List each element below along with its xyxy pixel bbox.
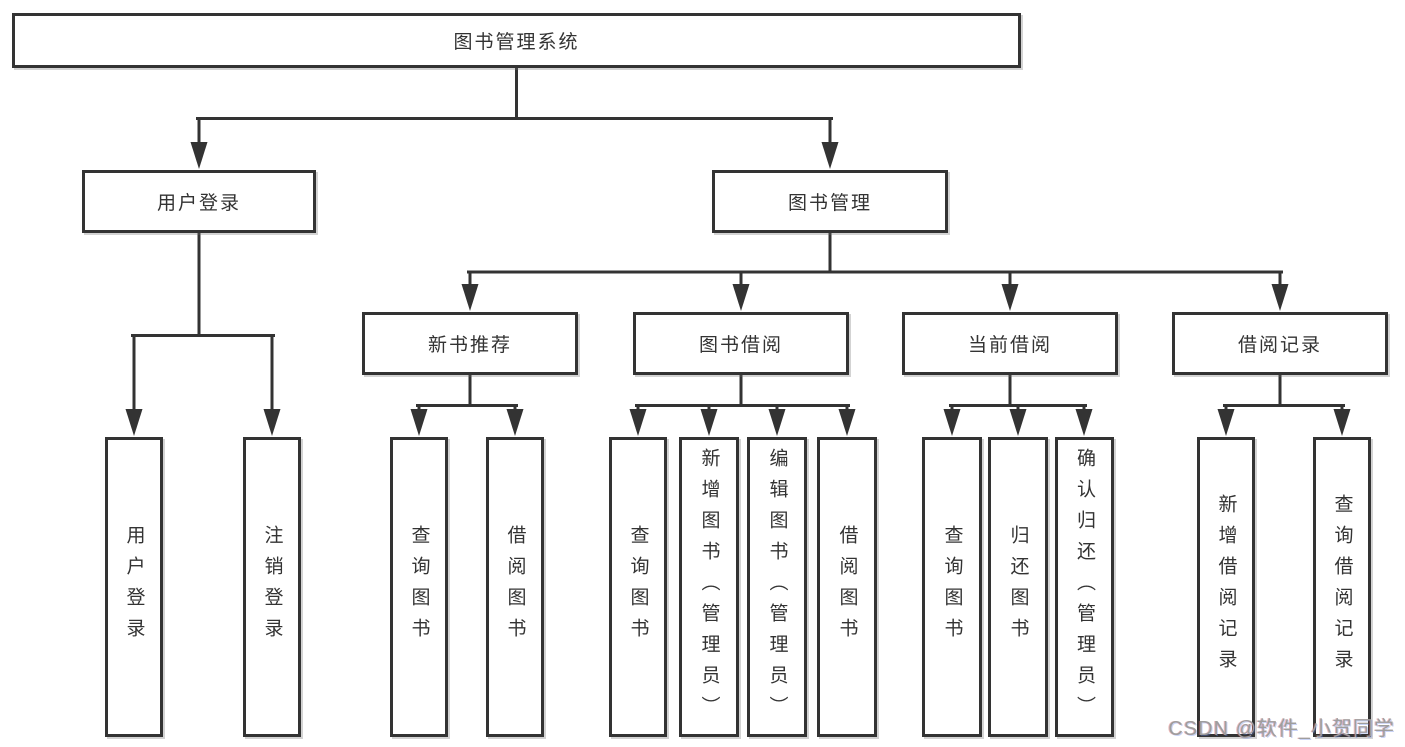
arrow-down-icon [1333, 409, 1351, 436]
arrow-down-icon [125, 409, 143, 436]
node-book-borrow-label: 图书借阅 [698, 335, 783, 356]
node-book-management-label: 图书管理 [787, 193, 872, 214]
arrow-down-icon [190, 142, 208, 169]
arrow-down-icon [1271, 284, 1289, 311]
arrow-down-icon [943, 409, 961, 436]
leaf-newrec-borrow-book-label: 借阅图书 [504, 525, 526, 649]
leaf-logout: 注销登录 [243, 437, 301, 737]
arrow-down-icon [768, 409, 786, 436]
arrow-down-icon [410, 409, 428, 436]
node-current-borrow: 当前借阅 [902, 312, 1118, 375]
leaf-borrow-query-book-label: 查询图书 [627, 525, 649, 649]
node-new-book-recommend-label: 新书推荐 [427, 335, 512, 356]
leaf-borrow-borrow-book-label: 借阅图书 [836, 525, 858, 649]
connector-borrow-records-children [1217, 371, 1351, 436]
node-root-system-label: 图书管理系统 [453, 32, 580, 53]
arrow-down-icon [700, 409, 718, 436]
leaf-newrec-query-book-label: 查询图书 [408, 525, 430, 649]
leaf-current-query-book-label: 查询图书 [941, 525, 963, 649]
connector-root-to-level2 [190, 65, 839, 169]
leaf-records-query-record-label: 查询借阅记录 [1331, 494, 1353, 680]
leaf-newrec-query-book: 查询图书 [390, 437, 448, 737]
leaf-current-confirm-return-admin: 确认归还（管理员） [1055, 437, 1114, 737]
connector-book-management-children [461, 229, 1289, 311]
leaf-records-add-record-label: 新增借阅记录 [1215, 494, 1237, 680]
arrow-down-icon [629, 409, 647, 436]
leaf-current-query-book: 查询图书 [922, 437, 982, 737]
leaf-records-add-record: 新增借阅记录 [1197, 437, 1255, 737]
node-root-system: 图书管理系统 [12, 13, 1021, 68]
node-current-borrow-label: 当前借阅 [967, 335, 1052, 356]
arrow-down-icon [732, 284, 750, 311]
leaf-current-return-book: 归还图书 [988, 437, 1048, 737]
connector-current-borrow-children [943, 371, 1093, 436]
leaf-borrow-add-book-admin-label: 新增图书（管理员） [698, 447, 720, 727]
node-book-borrow: 图书借阅 [633, 312, 849, 375]
arrow-down-icon [1217, 409, 1235, 436]
arrow-down-icon [263, 409, 281, 436]
node-user-login: 用户登录 [82, 170, 316, 233]
leaf-user-login: 用户登录 [105, 437, 163, 737]
arrow-down-icon [1075, 409, 1093, 436]
leaf-borrow-borrow-book: 借阅图书 [817, 437, 877, 737]
connector-user-login-children [125, 229, 281, 436]
leaf-logout-label: 注销登录 [261, 525, 283, 649]
leaf-current-return-book-label: 归还图书 [1007, 525, 1029, 649]
arrow-down-icon [1001, 284, 1019, 311]
leaf-newrec-borrow-book: 借阅图书 [486, 437, 544, 737]
arrow-down-icon [506, 409, 524, 436]
connector-new-book-recommend-children [410, 371, 524, 436]
node-user-login-label: 用户登录 [156, 193, 241, 214]
arrow-down-icon [838, 409, 856, 436]
leaf-borrow-query-book: 查询图书 [609, 437, 667, 737]
connector-book-borrow-children [629, 371, 856, 436]
node-borrow-records: 借阅记录 [1172, 312, 1388, 375]
leaf-borrow-add-book-admin: 新增图书（管理员） [679, 437, 739, 737]
csdn-watermark: CSDN @软件_小贺同学 [1168, 718, 1395, 740]
leaf-borrow-edit-book-admin: 编辑图书（管理员） [747, 437, 807, 737]
arrow-down-icon [821, 142, 839, 169]
leaf-user-login-label: 用户登录 [123, 525, 145, 649]
arrow-down-icon [461, 284, 479, 311]
leaf-borrow-edit-book-admin-label: 编辑图书（管理员） [766, 447, 788, 727]
node-borrow-records-label: 借阅记录 [1237, 335, 1322, 356]
leaf-records-query-record: 查询借阅记录 [1313, 437, 1371, 737]
node-book-management: 图书管理 [712, 170, 948, 233]
node-new-book-recommend: 新书推荐 [362, 312, 578, 375]
arrow-down-icon [1009, 409, 1027, 436]
leaf-current-confirm-return-admin-label: 确认归还（管理员） [1074, 447, 1095, 727]
